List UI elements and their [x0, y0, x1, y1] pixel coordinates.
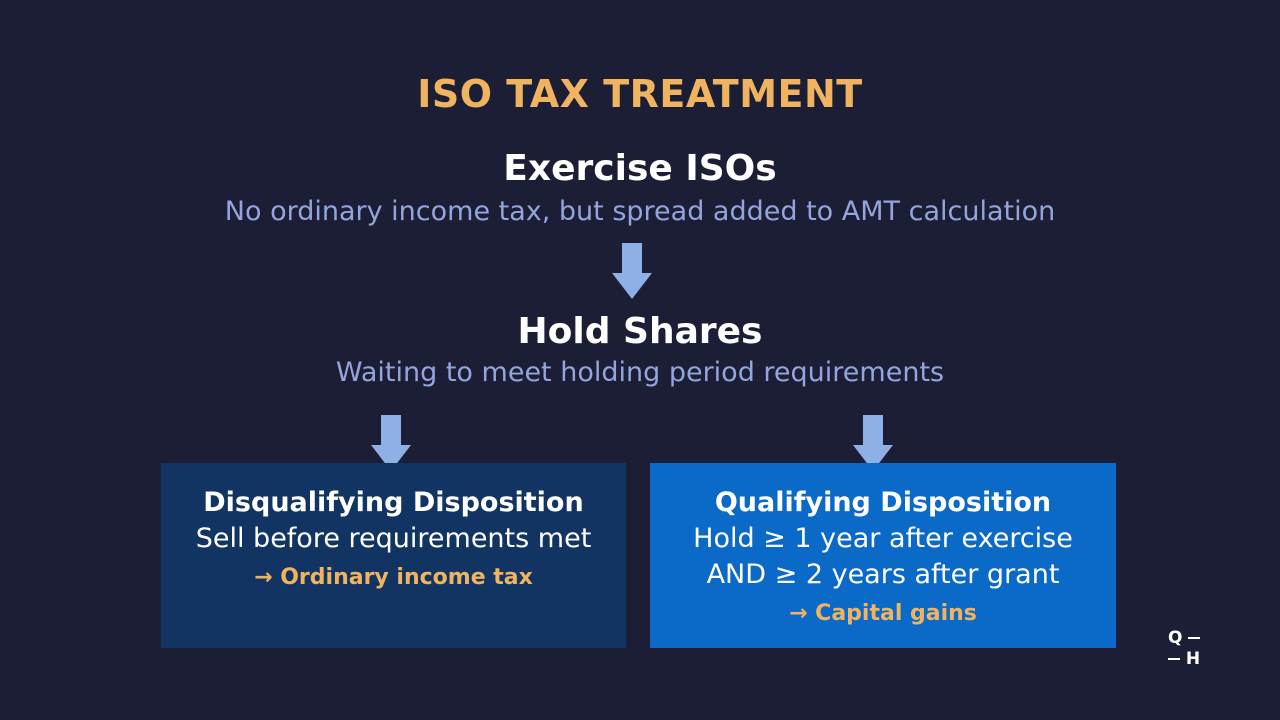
- logo-letter-top: Q: [1168, 628, 1183, 648]
- logo-dash: [1188, 637, 1201, 639]
- disqualifying-disposition-result: → Ordinary income tax: [254, 565, 533, 590]
- down-arrow-icon: [612, 243, 652, 299]
- qualifying-disposition-title: Qualifying Disposition: [714, 487, 1052, 518]
- qualifying-disposition-box: Qualifying Disposition Hold ≥ 1 year aft…: [650, 463, 1116, 648]
- disqualifying-disposition-title: Disqualifying Disposition: [203, 487, 584, 518]
- qualifying-disposition-line-2: AND ≥ 2 years after grant: [706, 559, 1060, 590]
- step-exercise-description: No ordinary income tax, but spread added…: [224, 196, 1056, 227]
- step-hold-description: Waiting to meet holding period requireme…: [335, 357, 945, 388]
- slide-title: ISO TAX TREATMENT: [417, 72, 863, 116]
- down-arrow-icon: [371, 415, 411, 471]
- qualifying-disposition-line-1: Hold ≥ 1 year after exercise: [693, 523, 1073, 554]
- disqualifying-disposition-description: Sell before requirements met: [195, 523, 592, 554]
- logo-dash: [1168, 658, 1180, 660]
- logo-letter-bottom: H: [1185, 649, 1201, 669]
- down-arrow-icon: [853, 415, 893, 471]
- brand-logo: Q H: [1168, 628, 1208, 670]
- step-exercise-title: Exercise ISOs: [503, 148, 777, 189]
- qualifying-disposition-result: → Capital gains: [789, 601, 977, 626]
- step-hold-title: Hold Shares: [517, 311, 763, 352]
- disqualifying-disposition-box: Disqualifying Disposition Sell before re…: [161, 463, 626, 648]
